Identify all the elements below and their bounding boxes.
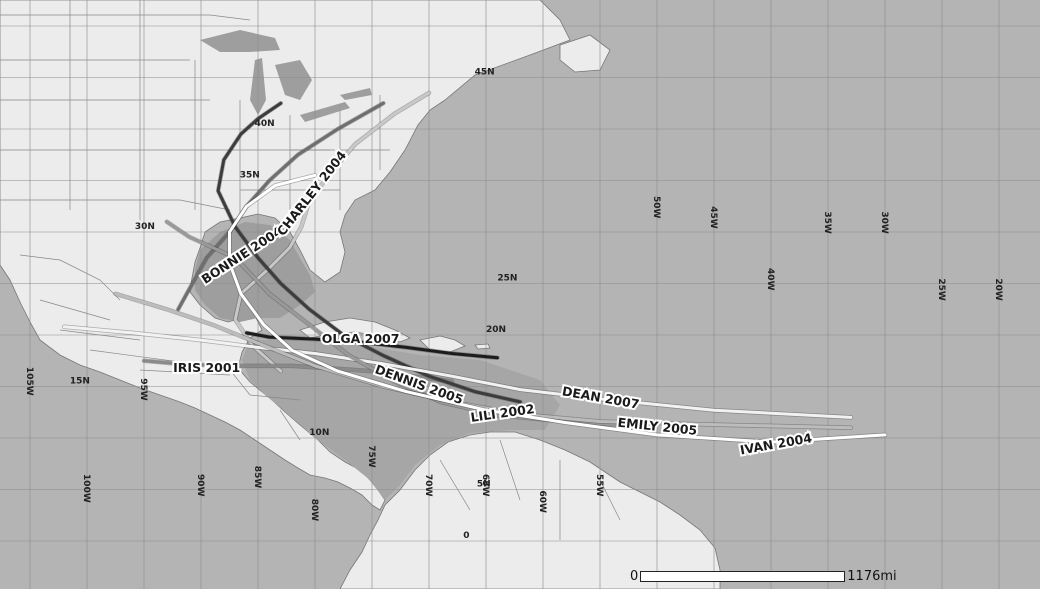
longitude-labels: 105W 100W 95W 90W 85W 80W 75W 70W 65W 60W 55W 50W 45… xyxy=(24,196,1003,521)
longitude-label: 50W xyxy=(651,196,661,219)
scale-bar: 0 1176mi xyxy=(630,568,897,584)
storm-track xyxy=(165,220,636,428)
north-america-land xyxy=(0,0,571,511)
longitude-label: 70W xyxy=(423,474,433,497)
latitude-label: 5N xyxy=(477,480,491,490)
longitude-label: 90W xyxy=(195,474,205,497)
storm-label-halo: OLGA 2007 xyxy=(322,331,400,346)
longitude-label: 25W xyxy=(936,278,946,301)
lake-superior xyxy=(200,30,280,52)
lake-ontario xyxy=(340,88,372,100)
storm-tracks xyxy=(61,90,888,445)
longitude-label: 20W xyxy=(993,278,1003,301)
longitude-label: 80W xyxy=(309,499,319,522)
longitude-label: 105W xyxy=(24,367,34,396)
latitude-labels: 45N 40N 35N 30N 25N 20N 15N 10N 5N 0 xyxy=(70,68,518,542)
latitude-label: 25N xyxy=(497,274,517,284)
caribbean-sea xyxy=(242,340,560,500)
south-america-land xyxy=(339,431,721,589)
longitude-label: 85W xyxy=(252,466,262,489)
latitude-label: 0 xyxy=(463,531,469,541)
latitude-label: 30N xyxy=(135,222,155,232)
latitude-label: 35N xyxy=(240,171,260,181)
longitude-label: 30W xyxy=(879,211,889,234)
longitude-label: 40W xyxy=(765,268,775,291)
lake-erie xyxy=(300,102,350,122)
longitude-label: 60W xyxy=(537,491,547,514)
longitude-label: 65W xyxy=(480,474,490,497)
storm-track xyxy=(233,91,431,373)
latitude-label: 15N xyxy=(70,377,90,387)
storm-track xyxy=(62,325,853,419)
gulf-of-mexico xyxy=(195,222,315,322)
latitude-label: 20N xyxy=(486,325,506,335)
great-lakes xyxy=(200,30,372,122)
storm-track xyxy=(142,359,454,383)
storm-label-halo: IRIS 2001 xyxy=(173,360,240,375)
longitude-label: 100W xyxy=(81,474,91,503)
latitude-label: 45N xyxy=(475,68,495,78)
storm-label: OLGA 2007 xyxy=(322,331,400,346)
longitude-label: 35W xyxy=(822,211,832,234)
longitude-label: 95W xyxy=(138,378,148,401)
longitude-label: 55W xyxy=(594,474,604,497)
scale-zero-label: 0 xyxy=(630,568,639,584)
puerto-rico-island xyxy=(474,343,491,350)
scale-distance-label: 1176mi xyxy=(847,568,897,584)
political-borders xyxy=(0,0,621,540)
lake-huron xyxy=(275,60,312,100)
storm-track xyxy=(114,292,853,430)
scale-bar-track xyxy=(640,570,846,582)
latitude-label: 10N xyxy=(309,428,329,438)
latitude-label: 40N xyxy=(255,119,275,129)
storm-track xyxy=(228,173,887,444)
storm-label: IRIS 2001 xyxy=(173,360,240,375)
longitude-label: 45W xyxy=(708,206,718,229)
longitude-label: 75W xyxy=(366,445,376,468)
storm-track xyxy=(216,101,522,404)
